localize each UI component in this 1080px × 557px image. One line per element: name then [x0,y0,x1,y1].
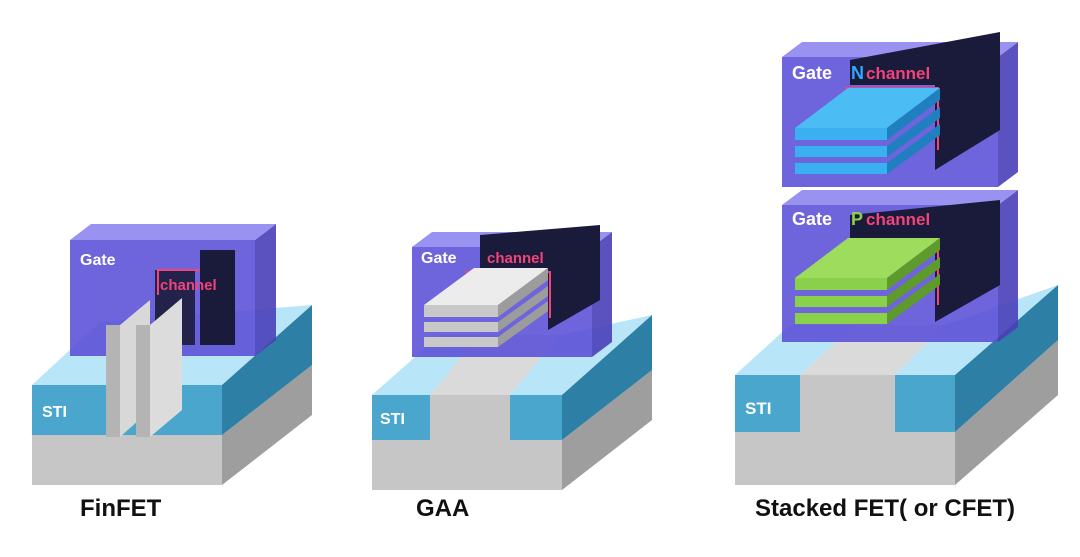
finfet-sti-side [222,305,312,435]
cfet-lower-channel-label: channel [866,210,930,229]
finfet-diagram: Gate channel STI FinFET [32,224,312,522]
gaa-sheet-3-side [498,301,548,347]
finfet-substrate-front [32,435,222,485]
cfet-p-sheet-1-top [795,238,940,278]
gaa-sheet-1-side [498,268,548,317]
cfet-p-sheet-1-front [795,278,887,290]
cfet-lower-gate-top [782,190,1018,205]
gaa-channel-front [430,395,510,440]
cfet-n-sheet-1-top [795,88,940,128]
cfet-n-sheet-1-front [795,128,887,140]
gaa-sti-front-left [372,395,430,440]
cfet-channel-front [800,375,895,432]
cfet-sti-front-left [735,375,800,432]
finfet-caption: FinFET [80,495,162,522]
cfet-p-sheet-3-side [887,274,940,324]
cfet-p-sheet-2-side [887,257,940,307]
gaa-sheet-1-top [424,268,548,305]
gaa-sti-side [562,315,652,440]
finfet-gate-side [255,224,276,356]
gaa-sti-label: STI [380,411,405,428]
cfet-upper-gate-side [998,42,1018,187]
cfet-upper-gate-label: Gate [792,63,832,83]
gaa-sheet-2-front [424,322,498,332]
finfet-substrate-side [222,365,312,485]
gaa-diagram: Gate channel STI GAA [372,225,652,522]
gaa-sheet-1-front [424,305,498,317]
gaa-gate-label: Gate [421,250,457,267]
cfet-lower-gate-side [998,190,1018,342]
finfet-gate-top [70,224,276,240]
cfet-substrate-side [955,340,1058,485]
cfet-p-sheet-3-front [795,313,887,324]
cfet-sti-label: STI [745,399,771,418]
gaa-dark-stack [480,225,600,330]
finfet-fin-2-side [150,298,182,437]
cfet-upper-channel-label: channel [866,64,930,83]
cfet-n-sheet-3-side [887,124,940,174]
gaa-substrate-side [562,370,652,490]
finfet-fin-1-front [106,325,120,437]
gaa-sheet-3-front [424,337,498,347]
cfet-p-sheet-1-side [887,238,940,290]
cfet-n-sheet-2-front [795,146,887,157]
cfet-p-letter: P [851,209,863,229]
cfet-lower-dark-stack [850,200,1000,322]
cfet-upper-dark-stack [850,32,1000,170]
finfet-channel-dark [200,250,235,345]
gaa-sheet-2-side [498,286,548,332]
cfet-diagram: Gate N channel Gate P channel STI Stacke… [735,32,1058,522]
cfet-caption: Stacked FET( or CFET) [755,495,1015,522]
finfet-channel-label: channel [160,277,217,294]
cfet-substrate-front [735,432,955,485]
cfet-sti-front-right [895,375,955,432]
gaa-channel-label: channel [487,250,544,267]
cfet-n-sheet-1-side [887,88,940,140]
finfet-fin-2-front [136,325,150,437]
cfet-p-sheet-2-front [795,296,887,307]
cfet-lower-gate-label: Gate [792,209,832,229]
gaa-substrate-front [372,440,562,490]
cfet-sti-side [955,285,1058,432]
finfet-sti-label: STI [42,404,67,421]
cfet-n-letter: N [851,63,864,83]
cfet-n-sheet-2-side [887,107,940,157]
cfet-n-sheet-3-front [795,163,887,174]
gaa-caption: GAA [416,495,469,522]
finfet-gate-label: Gate [80,252,116,269]
gaa-sti-front-right [510,395,562,440]
